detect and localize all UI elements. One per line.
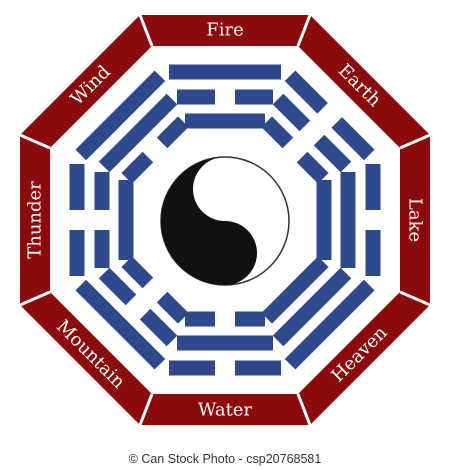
yin-line-segment bbox=[185, 311, 215, 327]
yang-line bbox=[118, 180, 134, 260]
yang-line bbox=[169, 64, 281, 80]
yin-yang-icon bbox=[160, 156, 290, 286]
image-id-text: csp20768581 bbox=[246, 452, 322, 466]
trigram-mountain bbox=[75, 256, 189, 370]
trigram-earth bbox=[261, 70, 375, 184]
yin-dot bbox=[215, 243, 235, 263]
yang-line bbox=[75, 70, 166, 161]
yin-line-segment bbox=[272, 93, 311, 132]
yang-line bbox=[272, 267, 352, 347]
yang-line bbox=[98, 93, 178, 173]
yin-line-segment bbox=[365, 230, 381, 276]
trigram-heaven bbox=[261, 256, 375, 370]
yang-dot bbox=[215, 179, 235, 199]
yang-line bbox=[75, 279, 166, 370]
copyright-text: © Can Stock Photo bbox=[128, 452, 236, 466]
yin-line-segment bbox=[365, 164, 381, 210]
yin-line-segment bbox=[235, 311, 265, 327]
trigram-label-water: Water bbox=[198, 400, 253, 421]
yang-line bbox=[316, 180, 332, 260]
yang-line bbox=[261, 256, 329, 324]
yin-line-segment bbox=[94, 230, 110, 268]
frame-separator bbox=[138, 393, 154, 426]
yin-line-segment bbox=[156, 291, 189, 324]
yin-line-segment bbox=[261, 116, 294, 149]
yin-line-segment bbox=[313, 134, 352, 173]
yang-line bbox=[284, 279, 375, 370]
trigram-fire bbox=[169, 64, 281, 129]
trigram-ring bbox=[69, 64, 381, 376]
frame-separator bbox=[19, 133, 51, 150]
yin-line-segment bbox=[94, 172, 110, 210]
yin-line-segment bbox=[296, 151, 329, 184]
yang-line bbox=[177, 335, 273, 351]
frame-separator bbox=[19, 290, 51, 307]
yang-line bbox=[340, 172, 356, 268]
trigram-label-fire: Fire bbox=[206, 20, 244, 41]
frame-separator bbox=[399, 290, 431, 307]
yang-line bbox=[185, 113, 265, 129]
yin-line-segment bbox=[169, 360, 215, 376]
yin-line-segment bbox=[121, 151, 154, 184]
yin-line-segment bbox=[235, 360, 281, 376]
yin-line-segment bbox=[284, 70, 328, 114]
frame-separator bbox=[399, 133, 431, 150]
yin-line-segment bbox=[177, 89, 215, 105]
frame-separator bbox=[296, 14, 312, 47]
yin-line-segment bbox=[69, 230, 85, 276]
trigram-thunder bbox=[69, 164, 134, 276]
image-credit: © Can Stock Photo - csp20768581 bbox=[128, 452, 322, 466]
yin-line-segment bbox=[98, 267, 137, 306]
yin-line-segment bbox=[235, 89, 273, 105]
trigram-label-thunder: Thunder bbox=[25, 181, 46, 259]
yin-line-segment bbox=[331, 117, 375, 161]
trigram-water bbox=[169, 311, 281, 376]
frame-separators bbox=[19, 14, 431, 426]
frame-separator bbox=[138, 14, 154, 47]
yin-line-segment bbox=[156, 116, 189, 149]
yin-line-segment bbox=[139, 308, 178, 347]
yin-line-segment bbox=[121, 256, 154, 289]
frame-separator bbox=[296, 393, 312, 426]
trigram-lake bbox=[316, 164, 381, 276]
yin-line-segment bbox=[69, 164, 85, 210]
trigram-label-lake: Lake bbox=[405, 198, 426, 242]
trigram-wind bbox=[75, 70, 189, 184]
